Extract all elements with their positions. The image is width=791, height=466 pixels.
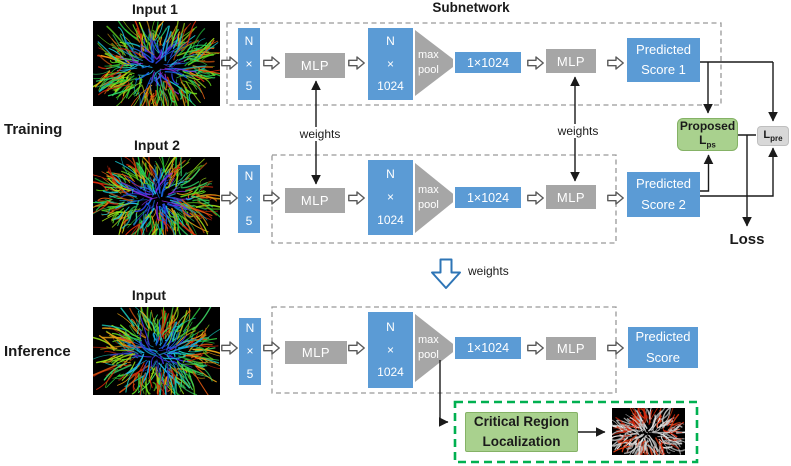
n1024-box-row1: N × 1024 (368, 28, 413, 100)
mlp-box-row2-first: MLP (285, 188, 345, 213)
flow-arrow-icon (527, 191, 544, 205)
n1024-text: × (386, 342, 394, 357)
n5-text: N (245, 321, 255, 336)
flow-arrow-icon (527, 56, 544, 70)
flow-arrow-icon (527, 341, 544, 355)
crl-line: Critical Region (473, 414, 570, 430)
connector-maxpool-to-crl (438, 360, 449, 427)
vector-1x1024-row1: 1×1024 (455, 52, 521, 73)
n5-box-row2: N × 5 (238, 165, 260, 233)
input3-label: Input (131, 287, 167, 303)
flow-arrow-icon (221, 341, 238, 355)
proposed-text: Proposed (679, 118, 736, 133)
loss-label: Loss (729, 231, 765, 248)
n5-box-row3: N × 5 (239, 318, 261, 385)
predicted-score-box: Predicted Score (628, 327, 698, 368)
weights-label-transfer: weights (468, 264, 509, 278)
flow-arrow-icon (348, 341, 365, 355)
n1024-text: 1024 (377, 365, 404, 380)
flow-arrow-icon (607, 341, 624, 355)
flow-arrow-icon (607, 56, 624, 70)
weights-label-shared-mlp1: weights (287, 127, 353, 141)
lps-symbol: Lps (699, 133, 716, 150)
input1-tractography-image (87, 11, 227, 122)
n5-text: N (244, 168, 254, 183)
flow-arrow-icon (348, 56, 365, 70)
lpre-symbol: Lpre (763, 128, 783, 144)
n5-text: 5 (246, 366, 254, 381)
n1024-text: N (386, 33, 395, 48)
vector-1x1024-row3: 1×1024 (455, 337, 521, 359)
critical-region-result-image (604, 399, 695, 466)
lpre-box: Lpre (757, 126, 789, 146)
maxpool-text: pool (418, 349, 439, 361)
maxpool-text: max (418, 49, 439, 62)
input2-label: Input 2 (134, 137, 180, 153)
mlp-box-row3-first: MLP (285, 341, 347, 364)
n1024-text: 1024 (377, 79, 404, 94)
predicted-score-line: Score (646, 349, 680, 365)
predicted-score1-line: Score 1 (641, 62, 686, 77)
flow-arrow-icon (607, 191, 624, 205)
n5-text: × (246, 344, 254, 359)
n5-text: × (245, 56, 253, 71)
input-tractography-image (86, 293, 224, 414)
flow-arrow-icon (221, 191, 238, 205)
maxpool-text: max (418, 334, 439, 347)
weights-transfer-down-arrow-icon (431, 258, 461, 289)
predicted-score2-box: Predicted Score 2 (627, 172, 700, 217)
n1024-text: 1024 (377, 212, 404, 227)
n5-text: 5 (245, 79, 253, 94)
predicted-score1-line: Predicted (636, 41, 691, 57)
proposed-lps-box: Proposed Lps (677, 118, 738, 151)
n1024-text: N (386, 319, 395, 334)
maxpool-text: max (418, 184, 439, 197)
n1024-text: × (386, 190, 394, 205)
predicted-score2-line: Score 2 (641, 196, 686, 212)
weights-label-shared-mlp2: weights (545, 124, 611, 138)
n1024-text: × (386, 56, 394, 71)
critical-region-localization-box: Critical Region Localization (465, 412, 578, 452)
training-label: Training (4, 121, 63, 138)
crl-line: Localization (482, 434, 561, 449)
connector-score2-to-lps (700, 154, 714, 192)
n1024-text: N (386, 167, 395, 182)
mlp-box-row1-second: MLP (546, 49, 596, 73)
inference-label: Inference (4, 343, 71, 360)
flow-arrow-icon (348, 191, 365, 205)
mlp-box-row2-second: MLP (546, 185, 596, 209)
maxpool-trapezoid-row2: max pool (415, 163, 453, 233)
maxpool-text: pool (418, 199, 439, 211)
predicted-score-line: Predicted (635, 329, 691, 345)
vector-1x1024-row2: 1×1024 (455, 187, 521, 208)
n5-box-row1: N × 5 (238, 28, 260, 100)
n5-text: × (245, 191, 253, 206)
predicted-score1-box: Predicted Score 1 (627, 38, 700, 82)
n1024-box-row3: N × 1024 (368, 312, 413, 388)
flow-arrow-icon (263, 341, 280, 355)
maxpool-trapezoid-row1: max pool (415, 30, 453, 96)
connector-score2-to-lpre (700, 147, 778, 197)
n5-text: 5 (245, 214, 253, 229)
mlp-box-row3-second: MLP (546, 337, 596, 360)
flow-arrow-icon (263, 191, 280, 205)
n5-text: N (244, 33, 254, 48)
input2-tractography-image (87, 145, 228, 252)
flow-arrow-icon (221, 56, 238, 70)
input1-label: Input 1 (132, 1, 178, 17)
subnetwork-label: Subnetwork (432, 0, 510, 15)
predicted-score2-line: Predicted (636, 176, 691, 192)
maxpool-trapezoid-row3: max pool (415, 314, 453, 382)
flow-arrow-icon (263, 56, 280, 70)
mlp-box-row1-first: MLP (285, 53, 345, 78)
maxpool-text: pool (418, 64, 439, 76)
n1024-box-row2: N × 1024 (368, 160, 413, 235)
